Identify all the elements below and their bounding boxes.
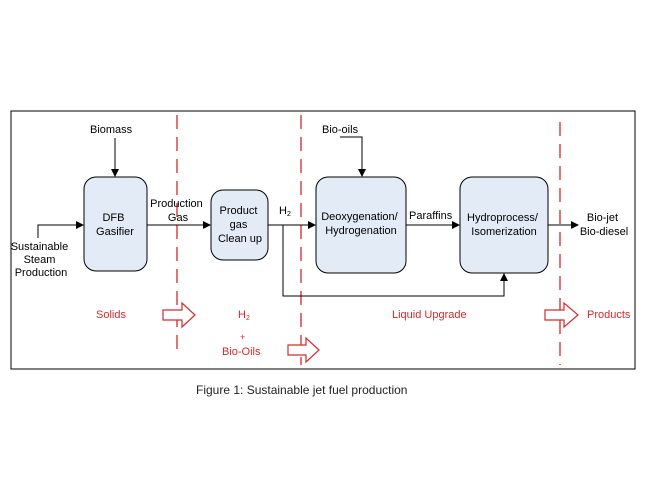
stage-liquid-upgrade-label: Liquid Upgrade xyxy=(392,309,467,321)
stage-bio-oils-label: Bio-Oils xyxy=(222,346,261,358)
diagram-frame xyxy=(10,110,636,370)
hydroprocess-label: Hydroprocess/ Isomerization xyxy=(467,212,541,238)
stage-products-label: Products xyxy=(587,309,631,321)
figure-caption: Figure 1: Sustainable jet fuel productio… xyxy=(196,383,407,397)
hydroprocess-box xyxy=(459,176,549,274)
stage-arrow-3 xyxy=(544,301,579,329)
deoxygenation-label: Deoxygenation/ Hydrogenation xyxy=(321,211,401,237)
h2-label: H2 xyxy=(279,205,291,218)
stage-h2-label: H2 xyxy=(238,309,250,322)
production-gas-label: Production Gas xyxy=(150,198,206,224)
steam-production-label: Sustainable Steam Production xyxy=(11,241,72,279)
product-gas-cleanup-label: Product gas Clean up xyxy=(218,205,262,245)
stage-arrows xyxy=(162,301,579,364)
bypass-arrow xyxy=(282,225,508,297)
biomass-label: Biomass xyxy=(90,124,133,136)
paraffins-label: Paraffins xyxy=(409,210,453,222)
stage-arrow-1 xyxy=(162,301,196,329)
dfb-gasifier-label: DFB Gasifier xyxy=(96,212,134,238)
stage-dividers xyxy=(176,115,561,365)
products-output-label: Bio-jet Bio-diesel xyxy=(580,212,628,238)
stage-plus-label: + xyxy=(240,332,245,342)
bio-oils-label: Bio-oils xyxy=(322,124,359,136)
stage-arrow-2 xyxy=(287,336,320,364)
bio-oils-arrow xyxy=(340,136,366,177)
flow-arrows xyxy=(37,136,579,297)
dfb-gasifier-box xyxy=(83,176,148,272)
stage-solids-label: Solids xyxy=(96,309,126,321)
steam-arrow xyxy=(37,221,84,238)
